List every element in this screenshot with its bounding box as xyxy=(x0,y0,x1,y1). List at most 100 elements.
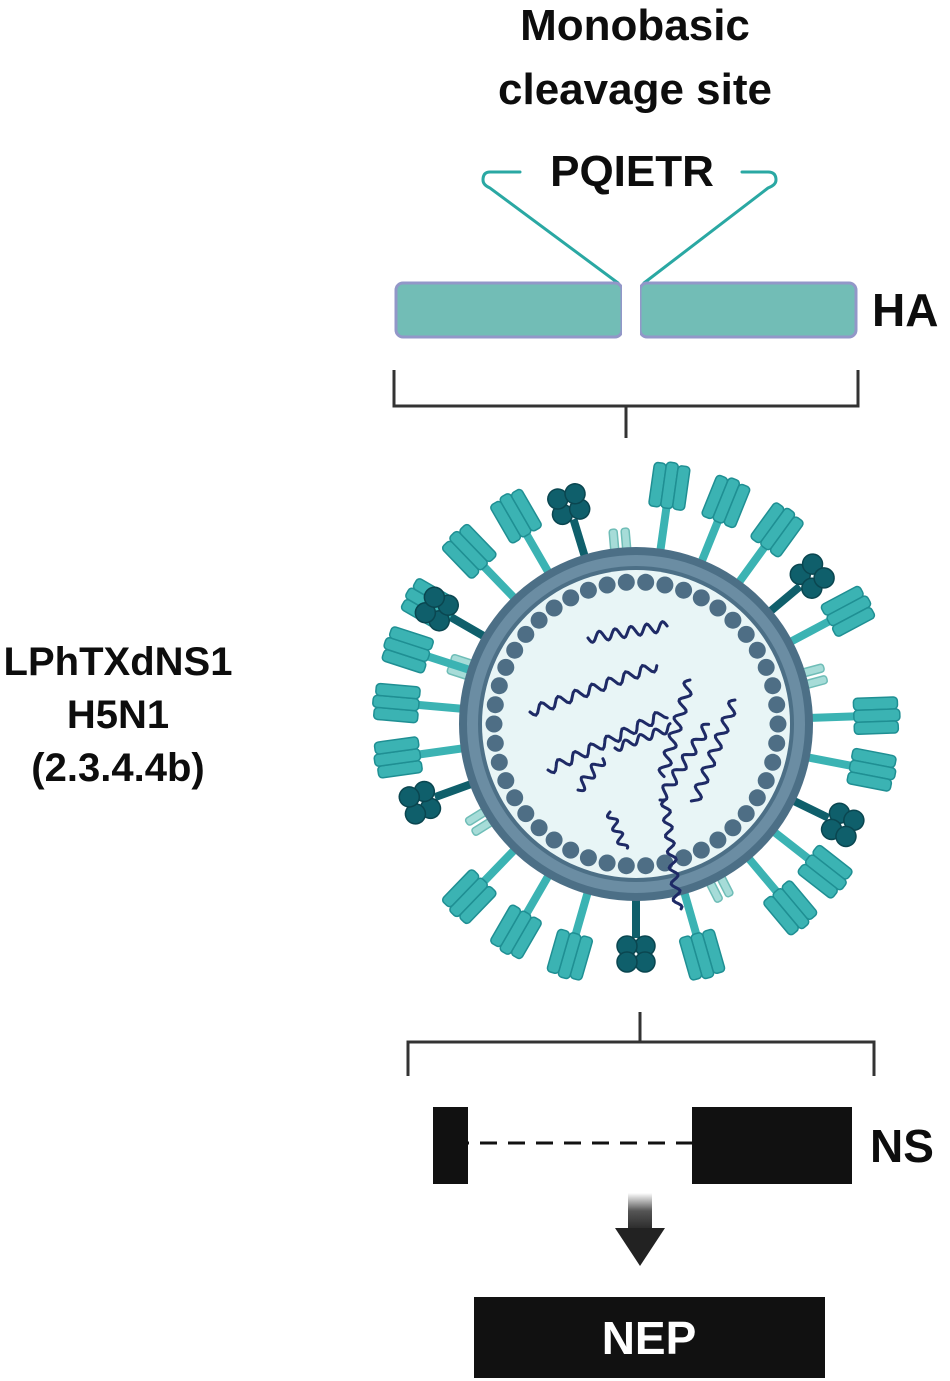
neuraminidase-spike xyxy=(788,795,865,848)
matrix-protein-dot xyxy=(517,625,535,643)
rna-strand xyxy=(657,678,693,779)
matrix-protein-dot xyxy=(545,599,563,617)
hemagglutinin-spike xyxy=(743,853,818,936)
matrix-protein-dot xyxy=(506,789,524,807)
cleavage-site-heading-line2: cleavage site xyxy=(498,65,772,114)
matrix-protein-dot xyxy=(617,857,635,875)
ha-segment-right xyxy=(638,281,858,339)
rna-strand xyxy=(613,722,672,752)
strain-subtype: H5N1 xyxy=(67,693,169,737)
matrix-protein-dot xyxy=(724,819,742,837)
nep-box xyxy=(474,1297,825,1378)
matrix-protein-dot xyxy=(497,772,515,790)
ns-bracket xyxy=(406,1012,876,1076)
matrix-protein-dot xyxy=(764,753,782,771)
matrix-protein-layer xyxy=(485,573,787,875)
ns-label: NS xyxy=(870,1120,934,1172)
matrix-protein-dot xyxy=(757,658,775,676)
matrix-protein-dot xyxy=(545,831,563,849)
matrix-protein-dot xyxy=(692,589,710,607)
matrix-protein-dot xyxy=(737,805,755,823)
matrix-protein-dot xyxy=(485,715,503,733)
hemagglutinin-spike xyxy=(490,870,554,960)
neuraminidase-spike xyxy=(398,779,476,825)
rna-strand xyxy=(606,810,630,850)
matrix-protein-dot xyxy=(724,611,742,629)
matrix-protein-dot xyxy=(617,573,635,591)
ha-bracket xyxy=(392,370,860,438)
hemagglutinin-spike xyxy=(785,585,876,647)
matrix-protein-dot xyxy=(764,677,782,695)
ns-segment xyxy=(433,1107,852,1184)
matrix-protein-dot xyxy=(579,581,597,599)
matrix-protein-dot xyxy=(768,696,786,714)
cleavage-callout-right xyxy=(642,170,778,285)
ha-segment xyxy=(394,280,858,340)
matrix-protein-dot xyxy=(709,831,727,849)
matrix-protein-dot xyxy=(598,576,616,594)
viral-rna-segments xyxy=(528,620,737,911)
hemagglutinin-spike xyxy=(441,523,520,604)
rna-strand xyxy=(658,722,711,802)
matrix-protein-dot xyxy=(675,581,693,599)
matrix-protein-dot xyxy=(490,677,508,695)
matrix-protein-dot xyxy=(506,641,524,659)
matrix-protein-dot xyxy=(486,734,504,752)
hemagglutinin-spike xyxy=(769,826,853,899)
matrix-protein-dot xyxy=(675,849,693,867)
expression-arrow-icon xyxy=(615,1193,665,1266)
rna-strand xyxy=(659,798,684,911)
matrix-protein-dot xyxy=(530,819,548,837)
matrix-protein-dot xyxy=(768,734,786,752)
matrix-protein-dot xyxy=(637,573,655,591)
rna-strand xyxy=(586,620,669,644)
matrix-protein-dot xyxy=(579,849,597,867)
hemagglutinin-spike xyxy=(441,844,520,925)
matrix-protein-dot xyxy=(737,625,755,643)
matrix-protein-dot xyxy=(486,696,504,714)
hemagglutinin-spike xyxy=(733,502,804,588)
influenza-virion xyxy=(372,461,901,981)
matrix-protein-dot xyxy=(748,789,766,807)
matrix-protein-dot xyxy=(656,576,674,594)
matrix-protein-dot xyxy=(692,841,710,859)
ha-label: HA xyxy=(872,284,938,336)
surface-proteins xyxy=(372,461,901,981)
matrix-protein-dot xyxy=(497,658,515,676)
matrix-protein-dot xyxy=(562,589,580,607)
matrix-protein-dot xyxy=(637,857,655,875)
hemagglutinin-spike xyxy=(373,736,467,779)
hemagglutinin-spike xyxy=(807,696,901,735)
rna-strand xyxy=(528,663,659,717)
matrix-protein-dot xyxy=(598,854,616,872)
cleavage-sequence: PQIETR xyxy=(550,147,714,196)
ha-segment-left xyxy=(394,281,624,339)
rna-strand xyxy=(689,698,737,803)
hemagglutinin-spike xyxy=(678,888,726,981)
cleavage-callout-left xyxy=(481,170,620,285)
hemagglutinin-spike xyxy=(696,474,751,567)
cleavage-site-heading-line1: Monobasic xyxy=(520,1,750,50)
matrix-protein-dot xyxy=(530,611,548,629)
neuraminidase-spike xyxy=(547,483,591,561)
hemagglutinin-spike xyxy=(648,461,691,555)
matrix-protein-dot xyxy=(490,753,508,771)
neuraminidase-spike xyxy=(616,896,656,973)
hemagglutinin-spike xyxy=(804,747,897,792)
nep-label: NEP xyxy=(602,1312,697,1364)
hemagglutinin-spike xyxy=(546,888,594,981)
matrix-protein-dot xyxy=(562,841,580,859)
neuraminidase-spike xyxy=(765,553,835,617)
matrix-protein-dot xyxy=(709,599,727,617)
matrix-protein-dot xyxy=(769,715,787,733)
ns-exon-1 xyxy=(433,1107,468,1184)
hemagglutinin-spike xyxy=(372,682,466,724)
ns-exon-2 xyxy=(692,1107,852,1184)
rna-strand xyxy=(576,757,607,793)
matrix-protein-dot xyxy=(517,805,535,823)
strain-clade: (2.3.4.4b) xyxy=(31,746,204,790)
neuraminidase-spike xyxy=(414,586,490,642)
matrix-protein-dot xyxy=(748,641,766,659)
matrix-protein-dot xyxy=(757,772,775,790)
